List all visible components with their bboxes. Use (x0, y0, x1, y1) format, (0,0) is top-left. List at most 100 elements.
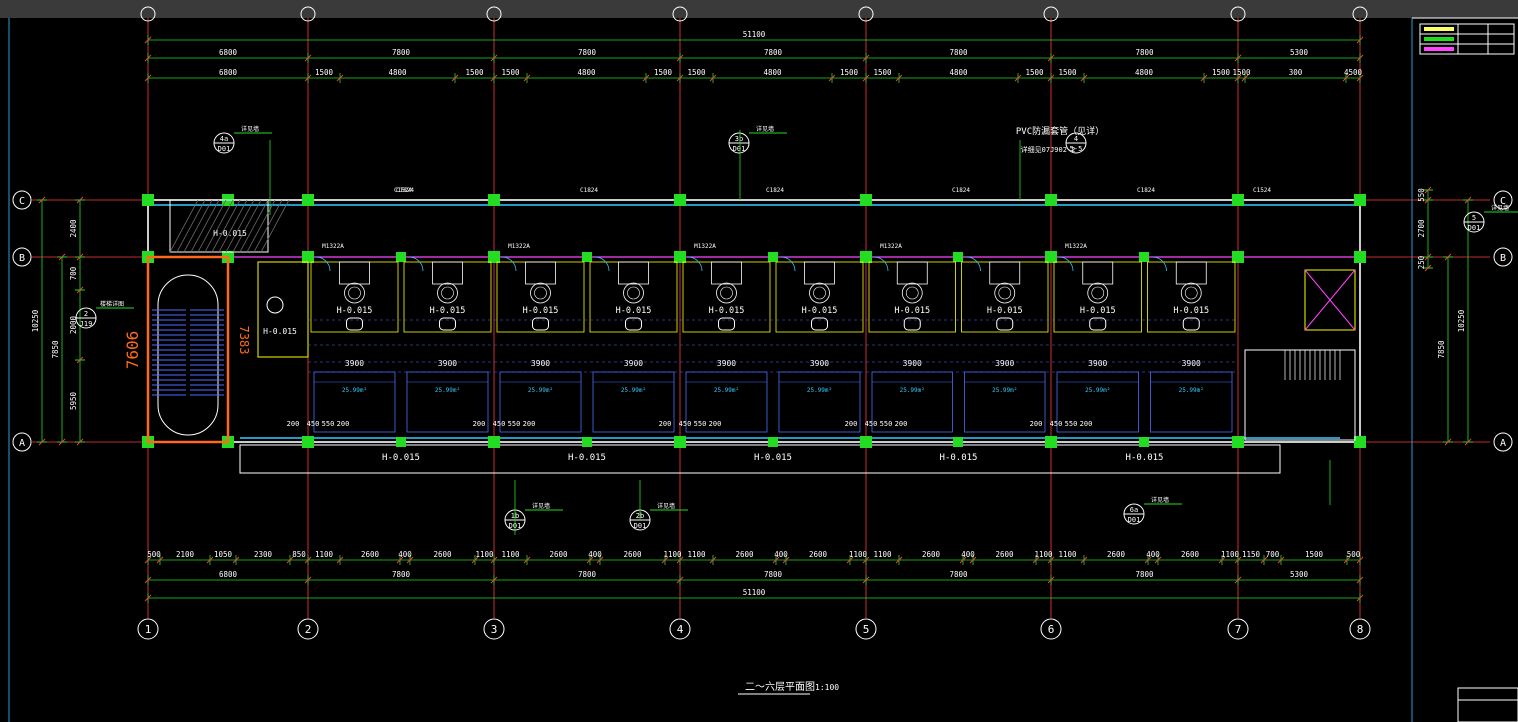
top-sub-dim-label: 1500 (1212, 68, 1231, 77)
toilet-bowl (1089, 317, 1107, 331)
top-axis-dim-label: 7800 (578, 48, 597, 57)
column (674, 194, 686, 206)
shower-inner (813, 286, 826, 300)
bottom-sub-dim-label: 1100 (1034, 550, 1053, 559)
bathroom (775, 261, 864, 333)
shower (1082, 261, 1114, 285)
top-sub-dim-label: 1500 (1025, 68, 1044, 77)
bottom-sub-dim-label: 2600 (1107, 550, 1126, 559)
bottom-sub-dim-slash (206, 556, 214, 564)
top-sub-dim-slash (1047, 74, 1055, 82)
shower-head (716, 282, 737, 304)
top-sub-dim-slash (828, 74, 836, 82)
column (1139, 252, 1149, 262)
column (768, 252, 778, 262)
bottom-sub-dim-label: 2100 (176, 550, 195, 559)
column (1045, 251, 1057, 263)
door-swing (966, 256, 981, 272)
balcony-dim: 200 (473, 420, 486, 428)
callout-sheet: D01 (733, 145, 746, 153)
column (674, 251, 686, 263)
hatch-line (253, 199, 283, 253)
column (1045, 436, 1057, 448)
bottom-sub-dim-label: 1100 (873, 550, 892, 559)
hatch-line (246, 199, 276, 253)
door-code: M1322A (694, 243, 716, 250)
hatch-line (176, 199, 206, 253)
top-axis-dim-slash (144, 54, 152, 62)
bathroom (310, 261, 399, 333)
room-width-dim: 3900 (717, 359, 736, 368)
window-code: C1524 (394, 187, 412, 194)
left-detail-dim-slash (76, 196, 84, 204)
column (953, 437, 963, 447)
balcony-dim: 450 (865, 420, 878, 428)
toilet-left (257, 261, 309, 358)
shower-head (530, 282, 551, 304)
bottom-sub-dim-label: 1100 (475, 550, 494, 559)
balcony-level-mark: H-0.015 (1126, 453, 1164, 463)
room-width-dim: 3900 (345, 359, 364, 368)
window-code: C1824 (580, 187, 598, 194)
column (488, 194, 500, 206)
room-area: 25.99m² (900, 387, 925, 394)
axis-bubble-bottom-3 (483, 618, 505, 640)
shower-inner (441, 286, 454, 300)
bottom-sub-dim-label: 1050 (214, 550, 233, 559)
hatch-line (218, 199, 248, 253)
stair-left (146, 255, 230, 444)
level-mark: H-0.015 (802, 306, 838, 316)
room-width-dim: 3900 (1182, 359, 1201, 368)
bathroom (496, 261, 585, 333)
bottom-sub-dim-slash (676, 556, 684, 564)
bottom-axis-dim-slash (1356, 576, 1364, 584)
toilet-fixture (266, 296, 284, 314)
column (674, 436, 686, 448)
elevator-x (1304, 269, 1356, 331)
bottom-sub-dim-slash (586, 556, 594, 564)
shower-inner (720, 286, 733, 300)
shower (711, 261, 742, 285)
shower-inner (534, 286, 547, 300)
top-sub-dim-label: 1500 (465, 68, 484, 77)
level-mark: H-0.015 (1173, 306, 1209, 316)
balcony-dim: 200 (895, 420, 908, 428)
room-width-dim: 3900 (438, 359, 457, 368)
room-area: 25.99m² (992, 387, 1017, 394)
balcony-dim: 200 (287, 420, 300, 428)
room-area: 25.99m² (528, 387, 553, 394)
building-walls (142, 194, 1366, 474)
window-code: C1824 (1137, 187, 1155, 194)
room-area: 25.99m² (807, 387, 832, 394)
hatch-line (190, 199, 220, 253)
top-sub-dim-slash (451, 74, 459, 82)
bottom-axis-dim-slash (144, 576, 152, 584)
left-detail-dim-slash (76, 253, 84, 261)
bottom-sub-dim-slash (1343, 556, 1351, 564)
balcony-level-mark: H-0.015 (568, 453, 606, 463)
axis-bubble-top-6 (1043, 6, 1059, 22)
bottom-sub-dim-label: 850 (292, 550, 306, 559)
top-axis-dim-label: 7800 (1135, 48, 1154, 57)
room-area: 25.99m² (621, 387, 646, 394)
axis-bubble-top-2 (300, 6, 316, 22)
axis-bubble-top-5 (858, 6, 874, 22)
top-sub-dim-label: 1500 (654, 68, 673, 77)
top-sub-dim-label: 4500 (1344, 68, 1363, 77)
bottom-total-dim-label: 51100 (743, 588, 766, 597)
column (396, 437, 406, 447)
callout-label: 详见墙 (1491, 204, 1509, 212)
axis-bubble-right-A (1493, 432, 1513, 452)
top-sub-dim-slash (1234, 74, 1242, 82)
right-detail-dim-slash (1424, 253, 1432, 261)
column (860, 194, 872, 206)
bottom-sub-dim-label: 400 (1146, 550, 1160, 559)
bed (313, 371, 396, 433)
right-detail-dim-slash (1424, 186, 1432, 194)
top-sub-dim-label: 1500 (1232, 68, 1251, 77)
shower-head (344, 282, 365, 304)
window-code: C1824 (396, 187, 414, 194)
bottom-total-dim-slash (144, 594, 152, 602)
bottom-sub-dim-label: 400 (398, 550, 412, 559)
